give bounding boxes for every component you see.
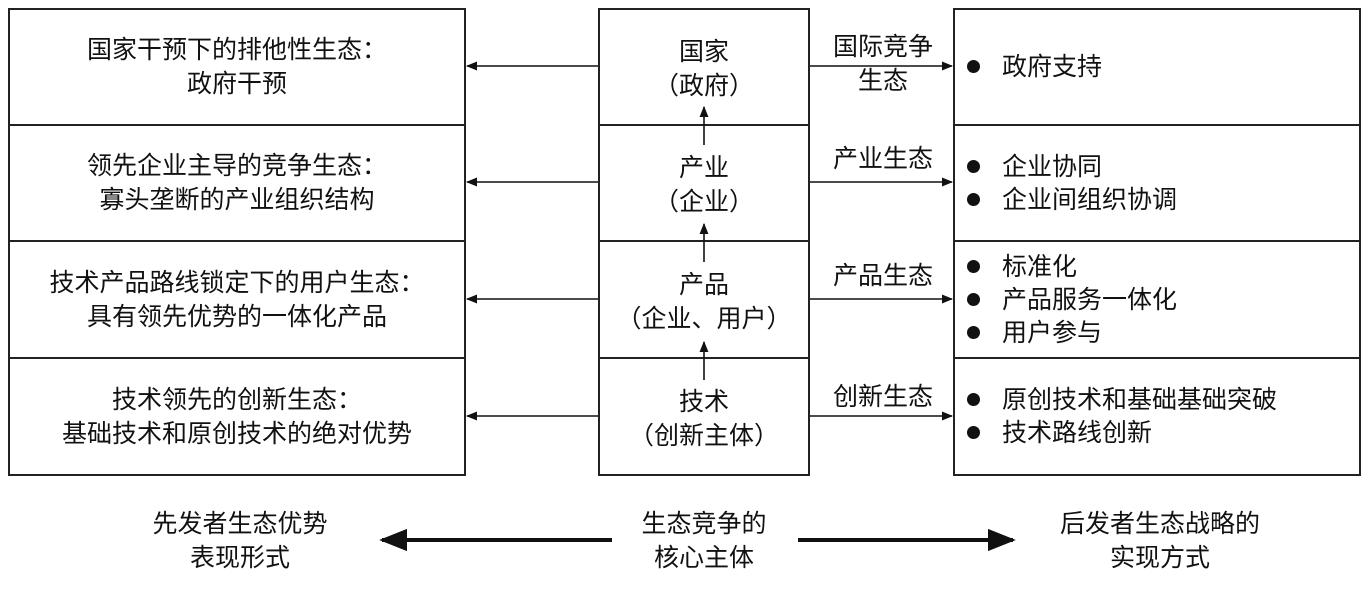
- center-cell-line1: 产业: [678, 153, 729, 182]
- bullet-text: 企业间组织协调: [1002, 185, 1178, 214]
- left-cell-line1: 领先企业主导的竞争生态：: [86, 151, 387, 180]
- bullet-text: 技术路线创新: [1002, 418, 1153, 447]
- bottom-label-line2: 实现方式: [1109, 543, 1210, 572]
- bottom-label-line2: 表现形式: [189, 543, 290, 572]
- bottom-label-late-mover: 后发者生态战略的 实现方式: [1020, 507, 1300, 575]
- bullet-dot-icon: [967, 393, 980, 406]
- right-cell-enterprise: 企业协同 企业间组织协调: [953, 126, 1361, 240]
- left-divider-1: [8, 124, 466, 126]
- center-cell-line2: （创新主体）: [628, 420, 779, 450]
- bullet-text: 用户参与: [1002, 318, 1103, 347]
- bullet-item: 技术路线创新: [967, 416, 1361, 449]
- center-cell-state: 国家 （政府）: [598, 14, 810, 124]
- bullet-dot-icon: [967, 160, 980, 173]
- left-cell-line1: 国家干预下的排他性生态：: [86, 35, 387, 64]
- left-cell-line2: 具有领先优势的一体化产品: [86, 301, 387, 331]
- bullet-item: 企业协同: [967, 150, 1361, 183]
- left-cell-line1: 技术产品路线锁定下的用户生态：: [49, 267, 425, 297]
- left-cell-technology: 技术领先的创新生态： 基础技术和原创技术的绝对优势: [8, 359, 466, 474]
- edge-label-industry: 产业生态: [818, 142, 948, 176]
- left-divider-2: [8, 240, 466, 242]
- right-column-box: [953, 8, 1361, 476]
- left-cell-line2: 寡头垄断的产业组织结构: [99, 185, 375, 214]
- bullet-item: 企业间组织协调: [967, 183, 1361, 216]
- edge-label-innovation: 创新生态: [818, 380, 948, 414]
- center-cell-line1: 国家: [678, 37, 729, 66]
- left-cell-line1: 技术领先的创新生态：: [111, 384, 362, 414]
- bullet-text: 产品服务一体化: [1002, 285, 1178, 314]
- edge-label-international: 国际竞争 生态: [818, 30, 948, 98]
- edge-label-line2: 生态: [857, 66, 908, 95]
- center-cell-line2: （政府）: [653, 71, 754, 100]
- right-divider-2: [953, 240, 1361, 242]
- left-cell-line2: 政府干预: [186, 69, 287, 98]
- edge-label-line1: 产业生态: [832, 144, 933, 173]
- bullet-dot-icon: [967, 60, 980, 73]
- edge-label-line1: 国际竞争: [832, 32, 933, 61]
- bullet-dot-icon: [967, 326, 980, 339]
- left-cell-product: 技术产品路线锁定下的用户生态： 具有领先优势的一体化产品: [8, 242, 466, 357]
- bottom-label-line1: 先发者生态优势: [152, 509, 328, 538]
- edge-label-line1: 创新生态: [832, 382, 933, 411]
- bullet-text: 企业协同: [1002, 152, 1103, 181]
- left-divider-3: [8, 357, 466, 359]
- center-cell-line1: 产品: [678, 269, 729, 299]
- bullet-item: 用户参与: [967, 316, 1361, 349]
- left-cell-government: 国家干预下的排他性生态： 政府干预: [8, 10, 466, 124]
- right-divider-3: [953, 357, 1361, 359]
- right-cell-government-support: 政府支持: [953, 14, 1361, 124]
- bullet-text: 标准化: [1002, 252, 1078, 281]
- left-cell-industry: 领先企业主导的竞争生态： 寡头垄断的产业组织结构: [8, 126, 466, 240]
- center-cell-technology: 技术 （创新主体）: [598, 363, 810, 474]
- bullet-item: 产品服务一体化: [967, 283, 1361, 316]
- right-cell-product: 标准化 产品服务一体化 用户参与: [953, 242, 1361, 357]
- center-cell-line2: （企业）: [653, 187, 754, 216]
- bullet-text: 原创技术和基础基础突破: [1002, 385, 1278, 414]
- left-column-box: [8, 8, 466, 476]
- center-cell-line1: 技术: [678, 386, 729, 416]
- right-cell-innovation: 原创技术和基础基础突破 技术路线创新: [953, 359, 1361, 474]
- left-cell-line2: 基础技术和原创技术的绝对优势: [61, 418, 412, 448]
- bottom-label-first-mover: 先发者生态优势 表现形式: [110, 507, 370, 575]
- bottom-label-line1: 后发者生态战略的: [1059, 509, 1260, 538]
- bullet-item: 标准化: [967, 250, 1361, 283]
- bullet-text: 政府支持: [1002, 52, 1103, 81]
- bottom-label-core-subject: 生态竞争的 核心主体: [598, 507, 810, 575]
- bullet-dot-icon: [967, 260, 980, 273]
- right-divider-1: [953, 124, 1361, 126]
- bottom-label-line1: 生态竞争的: [641, 509, 767, 538]
- center-cell-product: 产品 （企业、用户）: [598, 246, 810, 357]
- bottom-label-line2: 核心主体: [653, 543, 754, 572]
- center-cell-industry: 产业 （企业）: [598, 130, 810, 240]
- bullet-dot-icon: [967, 426, 980, 439]
- edge-label-line1: 产品生态: [832, 261, 933, 290]
- bullet-item: 政府支持: [967, 50, 1361, 83]
- edge-label-product: 产品生态: [818, 259, 948, 293]
- bullet-dot-icon: [967, 193, 980, 206]
- bullet-item: 原创技术和基础基础突破: [967, 383, 1361, 416]
- center-cell-line2: （企业、用户）: [616, 303, 792, 333]
- bullet-dot-icon: [967, 293, 980, 306]
